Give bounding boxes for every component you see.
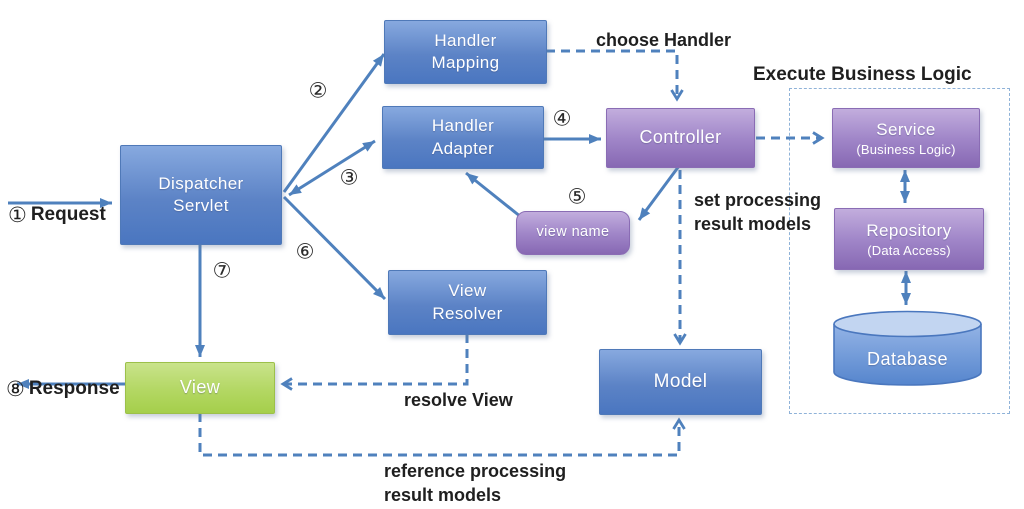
- response-label: Response: [28, 377, 120, 399]
- view-resolver-node: View Resolver: [388, 270, 547, 335]
- view-label: View: [179, 377, 221, 398]
- arrow-resolve-view: [280, 334, 469, 391]
- set-processing-result-models-annotation: set processing result models: [694, 190, 822, 235]
- repository-label: Repository: [866, 220, 952, 240]
- controller-node: Controller: [606, 108, 755, 168]
- repository-node: Repository (Data Access): [834, 208, 984, 270]
- arrow-choose-handler: [546, 49, 684, 102]
- service-sublabel: (Business Logic): [856, 142, 956, 158]
- step7-badge: ⑦: [212, 259, 232, 283]
- view-name-label: view name: [536, 224, 610, 241]
- service-label: Service: [876, 119, 936, 139]
- view-node: View: [125, 362, 275, 414]
- step3-badge: ③: [339, 166, 359, 190]
- view-name-node: view name: [516, 211, 630, 255]
- database-cylinder-icon: [833, 310, 982, 386]
- controller-label: Controller: [639, 127, 722, 148]
- database-node: Database: [831, 309, 984, 389]
- resolve-view-annotation: resolve View: [404, 390, 513, 410]
- arrow-view-name-to-handler-adapter: [465, 171, 522, 219]
- handler-adapter-label: Handler Adapter: [431, 116, 495, 158]
- arrow-step2-to-handler-mapping: [282, 53, 386, 193]
- business-logic-container: [789, 88, 1010, 414]
- handler-mapping-node: Handler Mapping: [384, 20, 547, 84]
- repository-sublabel: (Data Access): [867, 243, 951, 259]
- arrow-step3-to-handler-adapter: [288, 139, 376, 197]
- execute-business-logic-annotation: Execute Business Logic: [753, 64, 972, 85]
- request-label: Request: [30, 203, 106, 225]
- step1-badge: ①: [8, 203, 27, 227]
- dispatcher-servlet-label: Dispatcher Servlet: [158, 173, 244, 215]
- model-label: Model: [653, 371, 708, 393]
- step6-badge: ⑥: [295, 240, 315, 264]
- step8-badge: ⑧: [6, 377, 25, 401]
- handler-mapping-label: Handler Mapping: [431, 30, 500, 72]
- handler-adapter-node: Handler Adapter: [382, 106, 544, 169]
- arrow-step6-to-view-resolver: [282, 195, 387, 301]
- database-label: Database: [866, 349, 949, 369]
- service-node: Service (Business Logic): [832, 108, 980, 168]
- arrow-controller-to-view-name: [637, 165, 681, 221]
- view-resolver-label: View Resolver: [432, 281, 503, 323]
- step2-badge: ②: [308, 79, 328, 103]
- reference-processing-result-models-annotation: reference processing result models: [384, 461, 567, 506]
- arrow-reference-result-models: [198, 413, 686, 457]
- choose-handler-annotation: choose Handler: [596, 30, 732, 50]
- step5-badge: ⑤: [567, 185, 587, 209]
- dispatcher-servlet-node: Dispatcher Servlet: [120, 145, 282, 245]
- model-node: Model: [599, 349, 762, 415]
- step4-badge: ④: [552, 107, 572, 131]
